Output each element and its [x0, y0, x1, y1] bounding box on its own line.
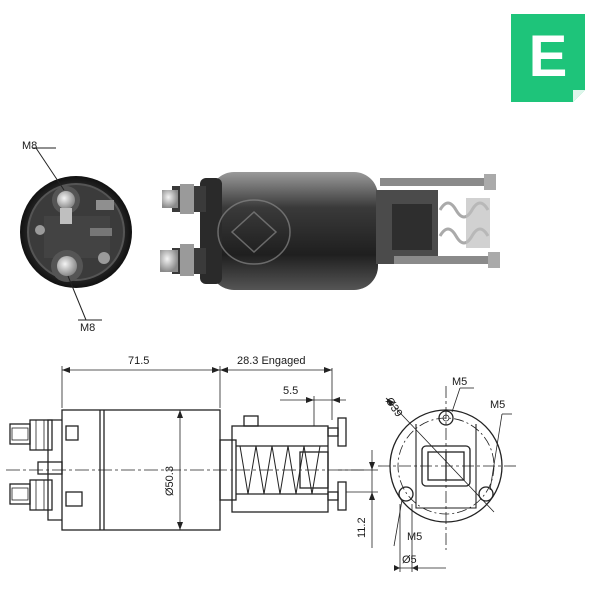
label-dim-11-2: 11.2	[356, 517, 368, 538]
brand-logo: E	[511, 14, 585, 102]
label-dim-engaged: 28.3 Engaged	[237, 355, 306, 367]
logo-letter: E	[529, 24, 568, 89]
logo-badge	[511, 14, 585, 102]
label-dim-5-5: 5.5	[283, 385, 299, 397]
side-drawing	[6, 366, 378, 548]
label-front-d5: Ø5	[402, 554, 417, 566]
dimension-arrows	[62, 367, 375, 530]
label-dim-length: 71.5	[128, 355, 150, 367]
end-terminal-top	[52, 186, 80, 224]
front-drawing	[378, 386, 516, 572]
label-dim-diameter: Ø50.3	[164, 466, 176, 496]
end-terminal-bottom	[51, 250, 83, 282]
label-front-m5-bottom: M5	[407, 531, 423, 543]
label-front-m5-top: M5	[452, 376, 468, 388]
photo-end-view	[20, 176, 132, 288]
front-arrows	[386, 398, 418, 571]
label-m8-bottom: M8	[80, 322, 96, 334]
label-m8-top: M8	[22, 140, 38, 152]
label-front-m5-right: M5	[490, 399, 506, 411]
logo-fold	[573, 90, 585, 102]
photo-side-view	[160, 172, 500, 290]
